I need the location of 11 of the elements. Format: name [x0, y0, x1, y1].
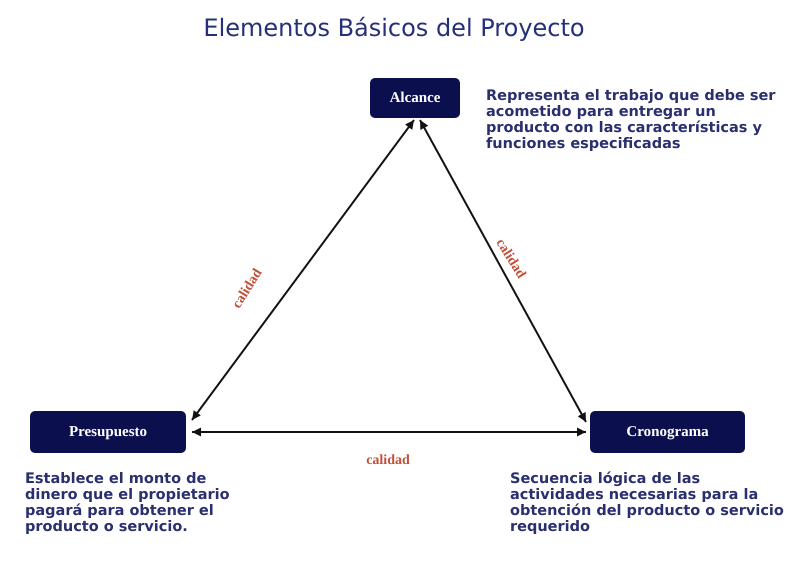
double-arrow	[191, 119, 415, 421]
description-text: Secuencia lógica de las actividades necesarias para la obtención del producto o servicio requerido	[510, 471, 785, 535]
double-arrow	[419, 120, 587, 422]
process-box: Presupuesto	[30, 411, 186, 453]
process-box: Alcance	[370, 78, 460, 118]
process-box: Cronograma	[590, 411, 745, 453]
description-text: Representa el trabajo que debe ser acometido para entregar un producto con las características y funciones especificadas	[486, 88, 776, 152]
edge-label: calidad	[365, 453, 411, 469]
double-arrow	[192, 428, 586, 436]
title: Elementos Básicos del Proyecto	[202, 14, 586, 42]
description-text: Establece el monto de dinero que el propietario pagará para obtener el producto o servicio.	[25, 471, 231, 535]
